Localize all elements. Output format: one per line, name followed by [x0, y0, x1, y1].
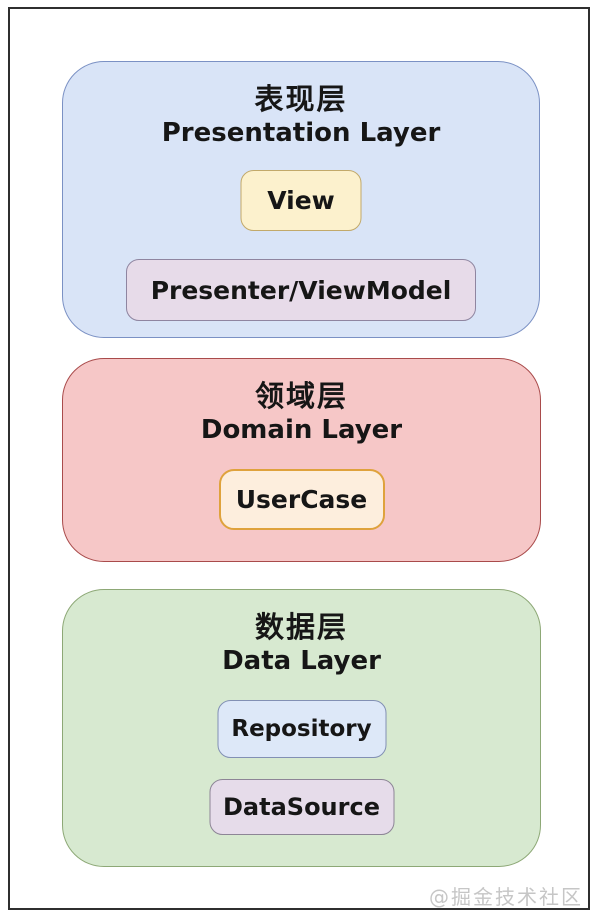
data-layer-box: 数据层 Data Layer Repository DataSource	[62, 589, 541, 867]
datasource-node-label: DataSource	[223, 793, 380, 821]
presentation-layer-box: 表现层 Presentation Layer View Presenter/Vi…	[62, 61, 540, 338]
view-node: View	[240, 170, 362, 231]
datasource-node: DataSource	[209, 779, 394, 835]
domain-layer-title-en: Domain Layer	[200, 415, 403, 445]
data-layer-title-zh: 数据层	[254, 610, 348, 644]
usercase-node: UserCase	[218, 469, 385, 530]
presentation-layer-title-zh: 表现层	[254, 82, 348, 116]
repository-node-label: Repository	[231, 716, 372, 742]
domain-layer-title-zh: 领域层	[254, 379, 348, 413]
view-node-label: View	[267, 186, 335, 215]
data-layer-title-en: Data Layer	[222, 646, 381, 676]
presenter-viewmodel-node: Presenter/ViewModel	[126, 259, 476, 321]
presentation-layer-title-en: Presentation Layer	[161, 118, 441, 148]
usercase-node-label: UserCase	[235, 485, 368, 514]
repository-node: Repository	[217, 700, 386, 758]
presenter-viewmodel-node-label: Presenter/ViewModel	[150, 275, 452, 305]
watermark: @掘金技术社区	[429, 885, 583, 909]
domain-layer-box: 领域层 Domain Layer UserCase	[62, 358, 541, 562]
